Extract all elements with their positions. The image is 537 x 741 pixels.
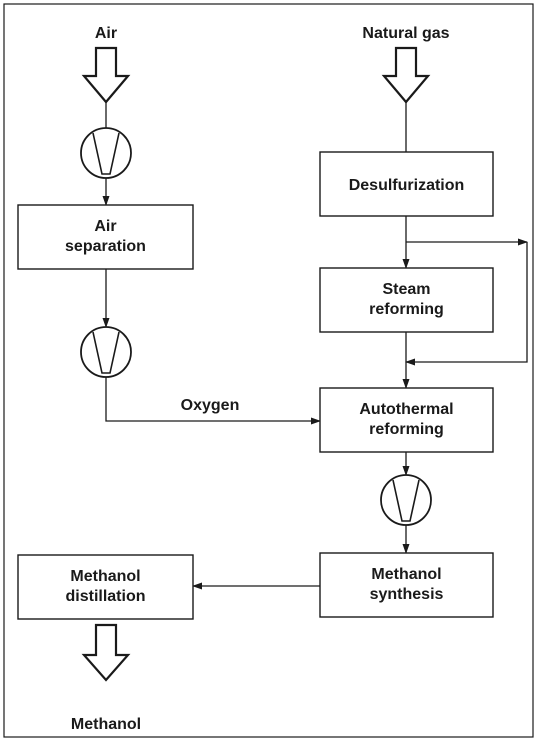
bypass-return-arrow (405, 242, 528, 366)
air-separation-label-line2: separation (65, 238, 146, 255)
autothermal-reforming-label-line1: Autothermal (359, 401, 453, 418)
oxygen-stream-label: Oxygen (181, 397, 240, 414)
methanol-synthesis-box (319, 552, 494, 618)
desulfurization-box (319, 151, 494, 217)
autothermal-reforming-box (319, 387, 494, 453)
methanol-distillation-label-line1: Methanol (70, 568, 140, 585)
diagram-frame (3, 3, 534, 738)
methanol-synthesis-label-line1: Methanol (371, 566, 441, 583)
air-input-label: Air (95, 25, 117, 42)
natural-gas-input-arrow-icon (381, 46, 431, 104)
air-separation-box (17, 204, 194, 270)
oxygen-compressor-icon (80, 326, 132, 378)
methanol-distillation-box (17, 554, 194, 620)
desulfurization-label: Desulfurization (349, 177, 465, 194)
methanol-output-arrow-icon (81, 623, 131, 682)
air-input-arrow-icon (81, 46, 131, 104)
steam-reforming-label-line2: reforming (369, 301, 444, 318)
autothermal-reforming-label-line2: reforming (369, 421, 444, 438)
natural-gas-input-label: Natural gas (362, 25, 449, 42)
methanol-synthesis-label-line2: synthesis (370, 586, 444, 603)
air-separation-label-line1: Air (94, 218, 116, 235)
steam-reforming-box (319, 267, 494, 333)
oxygen-line-arrow (105, 377, 321, 425)
syngas-compressor-icon (380, 474, 432, 526)
air-compressor-icon (80, 127, 132, 179)
methanol-output-label: Methanol (71, 716, 141, 733)
steam-reforming-label-line1: Steam (382, 281, 430, 298)
methanol-distillation-label-line2: distillation (66, 588, 146, 605)
